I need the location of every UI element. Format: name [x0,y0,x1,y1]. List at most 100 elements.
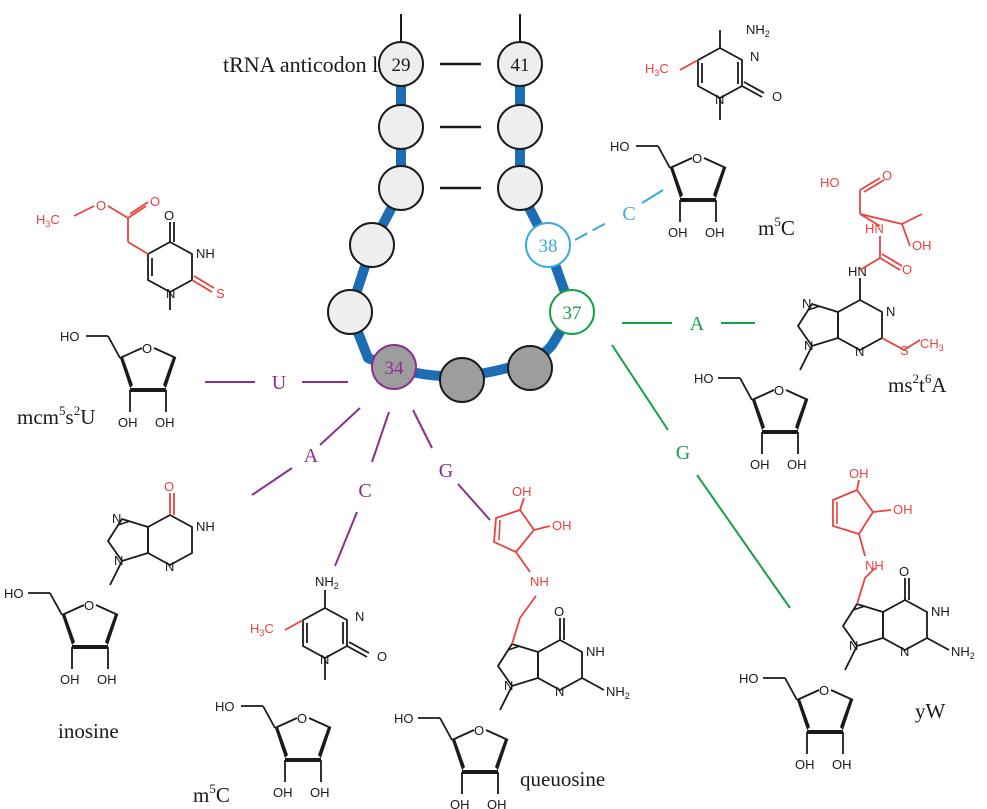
atom-oh: OH [668,225,688,240]
atom-oh: OH [273,785,293,800]
atom-n: N [112,511,121,526]
atom-oh: OH [832,757,852,772]
atom-nh2: NH [315,574,334,589]
atom-o: O [902,262,912,277]
atom-o: O [150,194,160,209]
atom-nh: NH [931,604,950,619]
atom-n: N [715,92,724,107]
base-letter-34-u: U [272,372,287,394]
atom-nh2: NH [606,684,625,699]
base-letters: U A C G A G C [272,203,705,502]
connector-38-c-left [574,221,609,241]
label-sup: 5 [774,214,781,229]
atom-oh: OH [849,466,869,481]
molecule-label-yw: yW [915,699,946,723]
atom-ho: HO [394,711,414,726]
nucleotide-31 [378,165,424,211]
atom-ho: HO [610,139,630,154]
atom-sub: 3 [259,628,264,638]
label-part: m [758,216,774,240]
atom-o: O [84,598,94,613]
atom-nh: NH [196,519,215,534]
atom-n: N [855,344,864,359]
label-sup: 2 [913,371,920,386]
atom-nh: NH [196,246,215,261]
atom-oh: OH [450,797,470,809]
atom-o: O [96,198,106,213]
atom-nh2: NH [746,22,765,37]
position-label-29: 29 [392,55,411,76]
atom-c: C [264,621,273,636]
base-letter-37-a: A [690,313,705,335]
atom-oh: OH [487,797,507,809]
atom-o: O [819,683,829,698]
nucleotide-29 [378,41,424,87]
atom-sub: 2 [334,581,339,591]
atom-sub: 2 [970,651,975,661]
atom-n: N [165,559,174,574]
atom-o: O [772,89,782,104]
nucleotide-34 [371,344,417,390]
atom-nh: NH [586,644,605,659]
atom-oh: OH [795,757,815,772]
atom-n: N [320,652,329,667]
nucleotide-37 [549,289,595,335]
position-label-41: 41 [511,55,530,76]
position-label-38: 38 [539,236,558,257]
atom-n: N [114,553,123,568]
nucleotide-32 [349,222,395,268]
atom-oh: OH [705,225,725,240]
atom-o: O [142,341,152,356]
base-letter-34-a: A [304,445,319,467]
atom-n: N [849,638,858,653]
nucleotide-39 [497,165,543,211]
nucleotide-38 [525,222,571,268]
atom-o: O [692,151,702,166]
connector-38-c-right [641,189,664,204]
atom-o: O [164,208,174,223]
nucleotide-36 [507,345,553,391]
atom-n: N [886,304,895,319]
position-label-37: 37 [563,303,582,324]
nucleotide-30 [378,104,424,150]
atom-sub: 2 [625,691,630,701]
atom-sub: 3 [939,343,944,353]
molecule-m5c-top: NH2 N O N H3C O HO OH OH m5C [610,22,795,240]
molecule-inosine: O N N NH N O HO OH OH inosine [4,479,215,743]
nucleotide-40 [497,104,543,150]
atom-nh: NH [865,558,884,573]
atom-s: S [216,286,225,301]
base-letter-37-g: G [676,442,690,464]
svg-text:NH2: NH2 [315,574,339,591]
connector-34-c-top [371,411,390,463]
nucleotide-41 [497,41,543,87]
connector-34-g-top [412,409,433,449]
label-part: A [931,373,947,397]
atom-sub: 3 [654,68,659,78]
atom-ho: HO [4,586,24,601]
atom-o: O [899,564,909,579]
label-part: m [193,783,209,807]
label-part: C [216,783,230,807]
atom-ho: HO [739,671,759,686]
atom-oh: OH [552,518,572,533]
svg-text:NH2: NH2 [746,22,770,39]
position-label-34: 34 [385,358,405,379]
atom-sub: 3 [45,219,50,229]
molecule-m5c-bottom: NH2 N O N H3C O HO OH OH m5C [193,574,387,807]
atom-o: O [297,711,307,726]
atom-ho: HO [820,175,840,190]
atom-ch3: CH [920,336,939,351]
atom-n: N [555,684,564,699]
atom-oh: OH [310,785,330,800]
atom-o: O [377,649,387,664]
molecule-label-inosine: inosine [58,719,119,743]
atom-oh: OH [60,672,80,687]
label-sup: 5 [59,403,66,418]
atom-o: O [882,168,892,183]
atom-o: O [474,723,484,738]
atom-oh: OH [787,457,807,472]
svg-text:H3C: H3C [36,212,60,229]
connector-34-a-bottom [251,467,293,496]
